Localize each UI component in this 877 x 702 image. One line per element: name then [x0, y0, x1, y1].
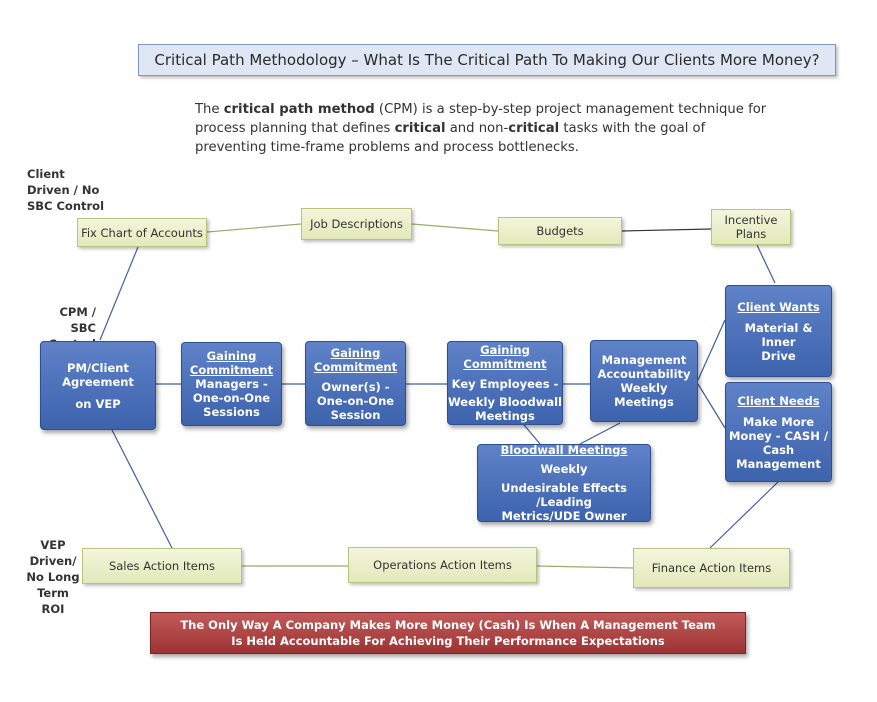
- job-descriptions-box: Job Descriptions: [301, 208, 412, 240]
- gaining-commitment-managers-box: Gaining Commitment Managers - One-on-One…: [181, 342, 282, 426]
- page-title: Critical Path Methodology – What Is The …: [138, 44, 836, 76]
- intro-paragraph: The critical path method (CPM) is a step…: [195, 102, 767, 155]
- operations-action-items-box: Operations Action Items: [348, 547, 537, 583]
- client-needs-box: Client Needs Make More Money - CASH / Ca…: [725, 382, 832, 482]
- management-accountability-box: Management Accountability Weekly Meeting…: [590, 340, 698, 422]
- sales-action-items-box: Sales Action Items: [82, 548, 242, 584]
- gaining-commitment-employees-box: Gaining Commitment Key Employees - Weekl…: [447, 341, 563, 425]
- accountability-banner: The Only Way A Company Makes More Money …: [150, 612, 746, 654]
- incentive-plans-box: Incentive Plans: [711, 209, 791, 245]
- client-driven-label: Client Driven / No SBC Control: [27, 167, 105, 213]
- gaining-commitment-owners-box: Gaining Commitment Owner(s) - One-on-One…: [305, 341, 406, 426]
- budgets-box: Budgets: [498, 217, 622, 245]
- fix-chart-of-accounts-box: Fix Chart of Accounts: [77, 218, 207, 247]
- bloodwall-meetings-box: Bloodwall Meetings Weekly Undesirable Ef…: [477, 443, 651, 523]
- vep-driven-label: VEP Driven/ No Long Term ROI: [26, 538, 80, 616]
- finance-action-items-box: Finance Action Items: [633, 548, 790, 588]
- client-wants-box: Client Wants Material & Inner Drive: [725, 285, 832, 377]
- pm-client-agreement-box: PM/Client Agreement on VEP: [40, 341, 156, 430]
